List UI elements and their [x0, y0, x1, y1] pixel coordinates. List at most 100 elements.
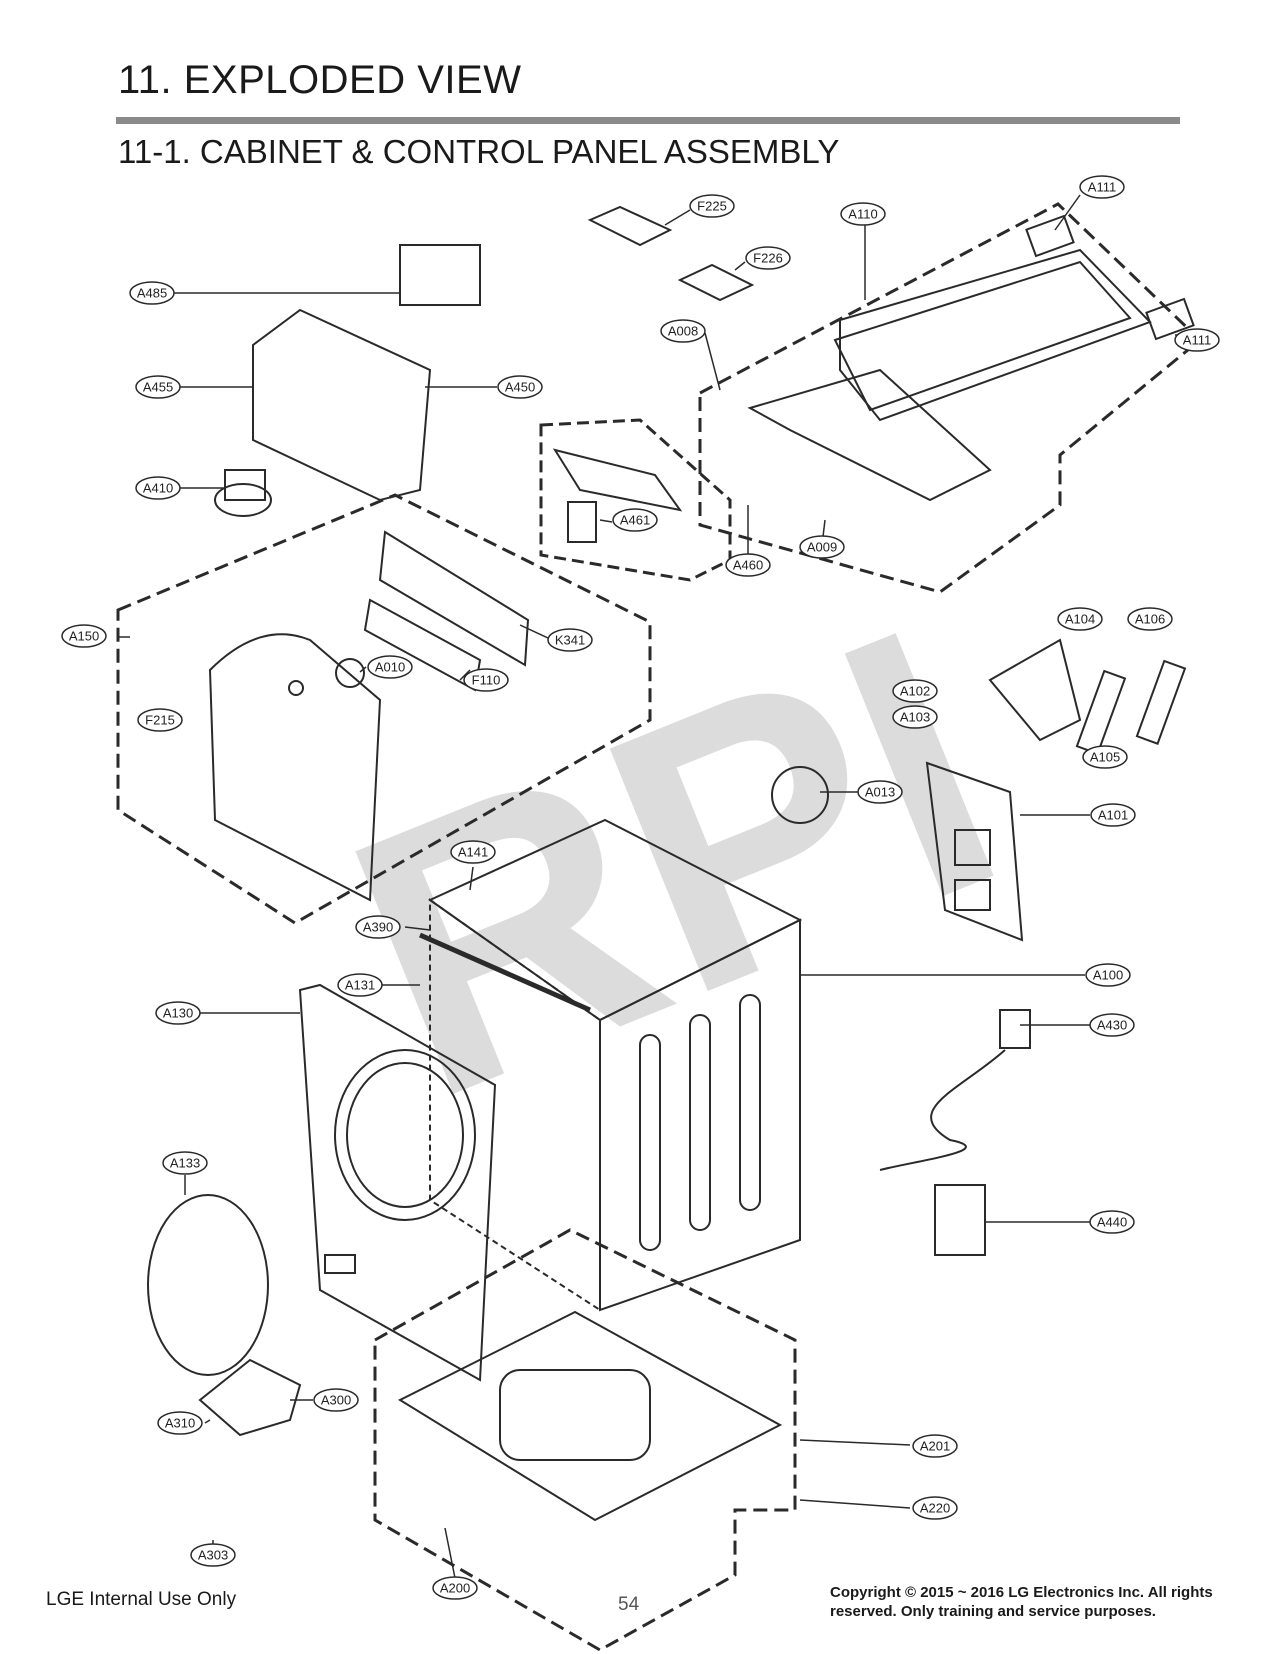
- part-code: A009: [807, 540, 837, 555]
- callout-bubble: [912, 1496, 958, 1520]
- part-callout-a103: A103: [892, 705, 938, 729]
- control-panel: [335, 530, 530, 692]
- display-pcb: [552, 448, 683, 543]
- base-group-outline: [373, 1228, 797, 1652]
- part-callout-a111: A111: [1174, 328, 1220, 352]
- part-code: A310: [165, 1416, 195, 1431]
- part-code: A111: [1088, 180, 1116, 195]
- part-callout-a150: A150: [61, 624, 107, 648]
- part-code: F225: [697, 199, 727, 214]
- part-callout-a110: A110: [840, 202, 886, 226]
- footer-copyright: Copyright © 2015 ~ 2016 LG Electronics I…: [830, 1583, 1213, 1621]
- part-code: A102: [900, 684, 930, 699]
- callout-bubble: [857, 780, 903, 804]
- part-code: A450: [505, 380, 535, 395]
- part-code: A131: [345, 978, 375, 993]
- part-callout-f110: F110: [463, 668, 509, 692]
- callout-bubble: [660, 319, 706, 343]
- part-code: A111: [1183, 333, 1211, 348]
- heaters: [988, 638, 1187, 755]
- section-subtitle: 11-1. CABINET & CONTROL PANEL ASSEMBLY: [118, 133, 840, 170]
- copyright-line-2: reserved. Only training and service purp…: [830, 1603, 1156, 1620]
- part-code: A410: [143, 481, 173, 496]
- part-callout-f226: F226: [745, 246, 791, 270]
- part-code: A390: [363, 920, 393, 935]
- power-cord: [879, 1009, 1031, 1171]
- door: [208, 633, 382, 902]
- part-callout-a102: A102: [892, 679, 938, 703]
- callout-bubble: [1089, 1210, 1135, 1234]
- part-callout-a133: A133: [162, 1151, 208, 1175]
- top-plate: [747, 214, 1195, 502]
- part-callout-a141: A141: [450, 840, 496, 864]
- part-code: A201: [920, 1439, 950, 1454]
- filter-cover: [198, 1358, 302, 1437]
- part-callout-a013: A013: [857, 780, 903, 804]
- title-rule: [116, 117, 1180, 124]
- callout-bubble: [155, 1001, 201, 1025]
- detergent-cups: [587, 205, 755, 302]
- part-code: A133: [170, 1156, 200, 1171]
- callout-bubble: [450, 840, 496, 864]
- front-panel: [298, 983, 497, 1382]
- part-code: A200: [440, 1581, 470, 1596]
- page-number: 54: [618, 1594, 640, 1615]
- callout-bubble: [547, 628, 593, 652]
- part-callout-a455: A455: [135, 375, 181, 399]
- back-cover: [925, 761, 1024, 942]
- part-code: F215: [145, 713, 175, 728]
- callout-bubble: [1127, 607, 1173, 631]
- part-code: A101: [1098, 808, 1128, 823]
- drain-motor: [214, 469, 272, 517]
- part-code: A100: [1093, 968, 1123, 983]
- part-code: F226: [753, 251, 783, 266]
- part-callout-a390: A390: [355, 915, 401, 939]
- callout-bubble: [1079, 175, 1125, 199]
- part-callout-a200: A200: [432, 1576, 478, 1600]
- pcb-group-outline: [539, 418, 732, 582]
- callout-bubble: [892, 679, 938, 703]
- callout-bubble: [1090, 803, 1136, 827]
- part-code: A008: [668, 324, 698, 339]
- base-frame: [397, 1310, 783, 1522]
- callout-bubble: [1174, 328, 1220, 352]
- part-code: A303: [198, 1548, 228, 1563]
- top-panel-group-outline: [698, 202, 1203, 594]
- part-callout-a104: A104: [1057, 607, 1103, 631]
- callout-bubble: [799, 535, 845, 559]
- callout-bubble: [135, 375, 181, 399]
- part-callout-a111: A111: [1079, 175, 1125, 199]
- callout-bubble: [61, 624, 107, 648]
- power-pcb: [934, 1184, 986, 1256]
- part-code: A106: [1135, 612, 1165, 627]
- part-callout-k341: K341: [547, 628, 593, 652]
- part-callout-f215: F215: [137, 708, 183, 732]
- callout-bubble: [135, 476, 181, 500]
- callout-bubble: [1082, 745, 1128, 769]
- callout-bubble: [1089, 1013, 1135, 1037]
- part-callout-a410: A410: [135, 476, 181, 500]
- part-callout-a450: A450: [497, 375, 543, 399]
- part-callout-a201: A201: [912, 1434, 958, 1458]
- watermark: RPI: [301, 547, 1048, 1178]
- callout-bubble: [892, 705, 938, 729]
- part-code: A460: [733, 558, 763, 573]
- part-code: A455: [143, 380, 173, 395]
- part-code: A150: [69, 629, 99, 644]
- part-code: A013: [865, 785, 895, 800]
- part-code: A110: [848, 207, 877, 222]
- part-callout-a303: A303: [190, 1543, 236, 1567]
- callout-bubble: [612, 508, 658, 532]
- callout-bubble: [137, 708, 183, 732]
- part-callout-a008: A008: [660, 319, 706, 343]
- part-code: K341: [555, 633, 585, 648]
- main-pcb: [252, 244, 481, 502]
- part-callout-a310: A310: [157, 1411, 203, 1435]
- callout-bubble: [840, 202, 886, 226]
- part-code: A430: [1097, 1018, 1127, 1033]
- page-title: 11. EXPLODED VIEW: [118, 58, 522, 102]
- part-callout-a106: A106: [1127, 607, 1173, 631]
- part-code: A461: [620, 513, 650, 528]
- callout-bubble: [725, 553, 771, 577]
- part-callout-a130: A130: [155, 1001, 201, 1025]
